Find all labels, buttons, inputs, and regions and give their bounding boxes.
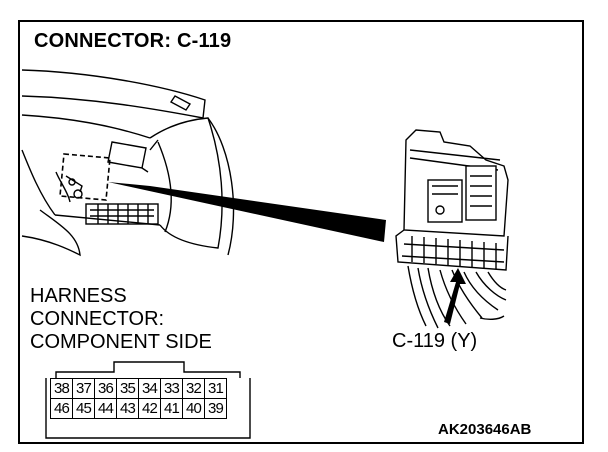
pin-cell: 41 <box>160 398 183 419</box>
pin-cell: 44 <box>94 398 117 419</box>
pin-cell: 40 <box>182 398 205 419</box>
pin-cell: 31 <box>204 378 227 399</box>
insertion-arrow <box>444 268 466 324</box>
pin-cell: 37 <box>72 378 95 399</box>
pin-cell: 46 <box>50 398 73 419</box>
connector-outline <box>45 361 251 439</box>
pin-cell: 34 <box>138 378 161 399</box>
pin-cell: 38 <box>50 378 73 399</box>
pin-grid: 38 37 36 35 34 33 32 31 46 45 44 43 42 4… <box>50 378 227 419</box>
dashed-locator-box <box>59 153 111 201</box>
pin-cell: 42 <box>138 398 161 419</box>
connector-label: C-119 (Y) <box>392 330 478 352</box>
pin-cell: 35 <box>116 378 139 399</box>
caption-line-2: CONNECTOR: <box>30 308 165 330</box>
harness-caption: HARNESS CONNECTOR: COMPONENT SIDE <box>30 285 212 354</box>
pin-cell: 39 <box>204 398 227 419</box>
connector-title: CONNECTOR: C-119 <box>34 30 232 52</box>
figure-code: AK203646AB <box>438 421 532 438</box>
pin-cell: 45 <box>72 398 95 419</box>
caption-line-3: COMPONENT SIDE <box>30 331 212 353</box>
pin-cell: 43 <box>116 398 139 419</box>
dashboard-drawing <box>21 69 235 257</box>
ecu-module-drawing <box>395 129 509 329</box>
pin-row-top: 38 37 36 35 34 33 32 31 <box>50 378 227 399</box>
leader-wedge <box>108 182 386 242</box>
pin-cell: 33 <box>160 378 183 399</box>
pin-row-bottom: 46 45 44 43 42 41 40 39 <box>50 398 227 419</box>
pin-cell: 36 <box>94 378 117 399</box>
caption-line-1: HARNESS <box>30 285 127 307</box>
pin-cell: 32 <box>182 378 205 399</box>
